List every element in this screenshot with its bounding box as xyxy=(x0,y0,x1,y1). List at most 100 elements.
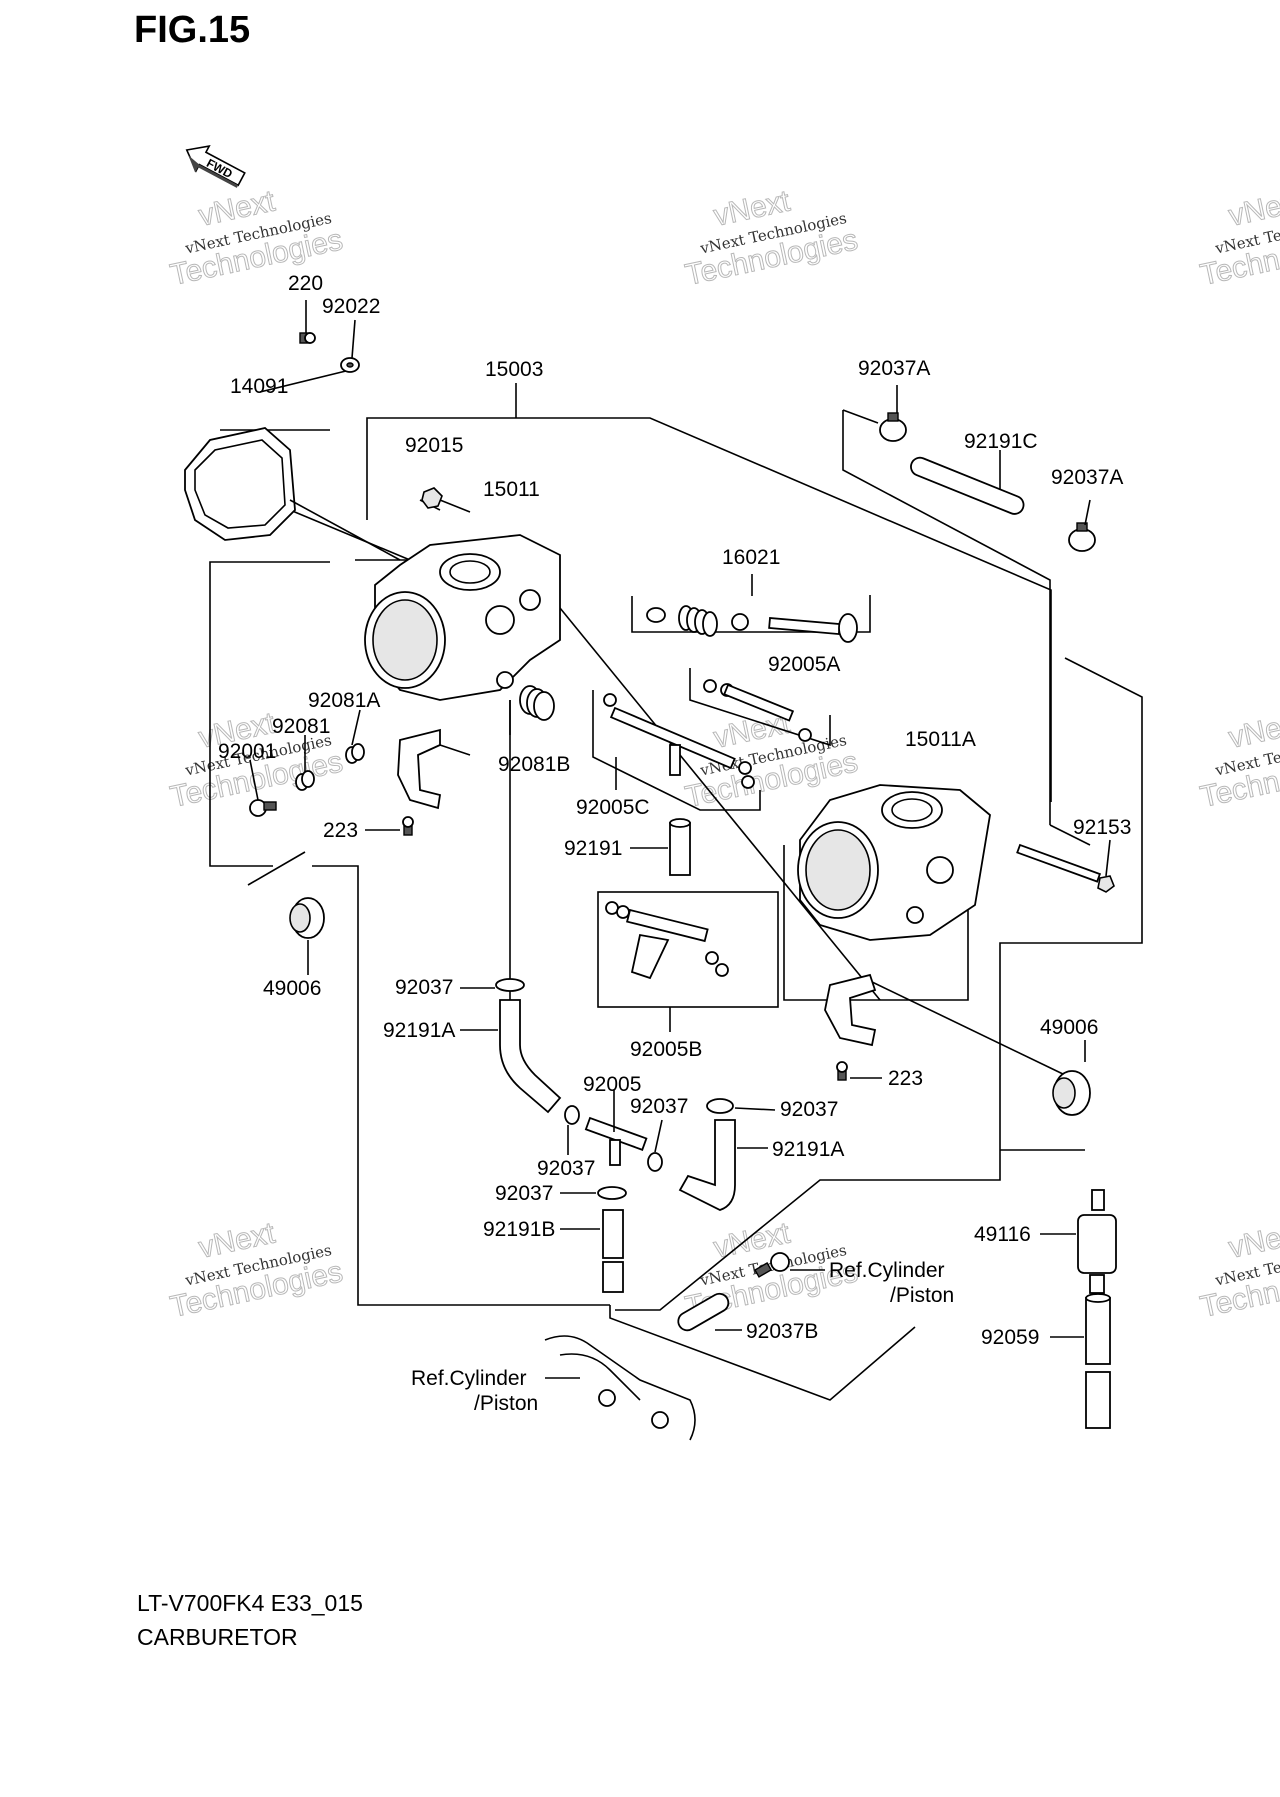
callout-92015: 92015 xyxy=(405,434,463,457)
callout-92081B: 92081B xyxy=(498,753,570,776)
fwd-arrow-icon: FWD xyxy=(185,144,246,188)
screw-223-lower[interactable] xyxy=(836,1061,848,1081)
cover-14091[interactable] xyxy=(184,427,401,561)
clamp-92037B[interactable] xyxy=(754,1252,790,1278)
callout-49006-lower: 49006 xyxy=(1040,1016,1098,1039)
callout-92037-tee-right: 92037 xyxy=(630,1095,688,1118)
callout-92191C: 92191C xyxy=(964,430,1038,453)
bolt-92153[interactable] xyxy=(1016,843,1115,893)
screw-223-upper[interactable] xyxy=(402,816,414,836)
hose-92059[interactable] xyxy=(1085,1293,1111,1429)
callout-92005: 92005 xyxy=(583,1073,641,1096)
watermark-vnext-large: vNext xyxy=(1226,706,1280,754)
frame-right xyxy=(615,657,1143,1311)
callout-92081A: 92081A xyxy=(308,689,380,712)
screw-92001[interactable] xyxy=(249,799,277,817)
section-name: CARBURETOR xyxy=(137,1624,298,1650)
clamp-92037A-upper[interactable] xyxy=(879,412,907,442)
callout-labels: 220 92022 14091 15003 92015 15011 92037A… xyxy=(218,272,1131,1415)
screw-220[interactable] xyxy=(299,332,316,344)
callout-92081: 92081 xyxy=(272,715,330,738)
watermark-vnext-large: vNext xyxy=(1226,184,1280,232)
callout-92001: 92001 xyxy=(218,740,276,763)
callout-92037-tee-left: 92037 xyxy=(537,1157,595,1180)
clamp-92037-c[interactable] xyxy=(647,1152,663,1172)
rubber-49006-lower[interactable] xyxy=(1052,1070,1091,1116)
callout-92005C: 92005C xyxy=(576,796,650,819)
bracket-92037A xyxy=(842,410,1051,825)
spring-92081A[interactable] xyxy=(345,743,365,764)
callout-220: 220 xyxy=(288,272,323,295)
callout-223-upper: 223 xyxy=(323,819,358,842)
callout-92191: 92191 xyxy=(564,837,622,860)
tube-92191[interactable] xyxy=(669,818,691,876)
washer-92022[interactable] xyxy=(340,357,360,373)
frame-left-top xyxy=(209,561,330,867)
fitting-92005B[interactable] xyxy=(605,901,729,980)
callout-92037-lower: 92037 xyxy=(495,1182,553,1205)
filter-49116[interactable] xyxy=(1077,1189,1117,1294)
callout-92037A-upper: 92037A xyxy=(858,357,930,380)
bracket-bottom xyxy=(609,1305,916,1401)
group-lines xyxy=(209,369,1143,1401)
clamp-92037-e[interactable] xyxy=(597,1186,627,1200)
pipe-92005C[interactable] xyxy=(603,693,755,789)
hose-92191A-right[interactable] xyxy=(678,1119,736,1211)
callout-92191B: 92191B xyxy=(483,1218,555,1241)
callout-15003: 15003 xyxy=(485,358,543,381)
callout-92037-right: 92037 xyxy=(780,1098,838,1121)
callout-14091: 14091 xyxy=(230,375,288,398)
ref-cylinder-upper-line1: Ref.Cylinder xyxy=(829,1259,945,1282)
callout-16021: 16021 xyxy=(722,546,780,569)
ref-cylinder-piston-lower-left xyxy=(544,1335,696,1441)
callout-92037-upper: 92037 xyxy=(395,976,453,999)
shaft-16021[interactable] xyxy=(646,605,858,643)
callout-49116: 49116 xyxy=(974,1223,1031,1246)
clamp-92037A-lower[interactable] xyxy=(1068,522,1096,552)
callout-15011: 15011 xyxy=(483,478,540,501)
bracket-15003 xyxy=(366,417,1052,802)
callout-49006-upper: 49006 xyxy=(263,977,321,1000)
pipe-92005A[interactable] xyxy=(703,679,812,742)
model-code: LT-V700FK4 E33_015 xyxy=(137,1590,363,1616)
bracket-92005A xyxy=(689,668,831,747)
ref-cylinder-upper-line2: /Piston xyxy=(890,1284,954,1307)
watermark-vnext-large: vNext xyxy=(1226,1216,1280,1264)
nut-92015[interactable] xyxy=(421,487,443,509)
ref-cylinder-lower-line2: /Piston xyxy=(474,1392,538,1415)
frame-left-bottom xyxy=(312,865,610,1306)
box-92005B xyxy=(597,891,779,1008)
callout-15011A: 15011A xyxy=(905,728,976,751)
callout-92005B: 92005B xyxy=(630,1038,702,1061)
hose-92191A-left[interactable] xyxy=(499,999,562,1114)
bracket-16021 xyxy=(631,595,871,633)
bracket-223-lower[interactable] xyxy=(824,973,877,1047)
spring-92081[interactable] xyxy=(295,770,315,791)
callout-92153: 92153 xyxy=(1073,816,1131,839)
callout-92022: 92022 xyxy=(322,295,380,318)
clamp-92037-b[interactable] xyxy=(564,1105,580,1125)
figure-title: FIG.15 xyxy=(134,9,250,51)
hose-92191C[interactable] xyxy=(908,455,1026,517)
spring-92081B[interactable] xyxy=(519,685,555,721)
callout-92191A-left: 92191A xyxy=(383,1019,455,1042)
callout-223-lower: 223 xyxy=(888,1067,923,1090)
callout-92191A-right: 92191A xyxy=(772,1138,844,1161)
bracket-92005C xyxy=(592,690,761,811)
clamp-92037-d[interactable] xyxy=(706,1098,734,1114)
ref-cylinder-lower-line1: Ref.Cylinder xyxy=(411,1367,527,1390)
rubber-49006-upper[interactable] xyxy=(289,897,325,939)
callout-92059: 92059 xyxy=(981,1326,1039,1349)
hose-92191B[interactable] xyxy=(602,1209,624,1293)
hose-92037B[interactable] xyxy=(675,1291,732,1334)
callout-92005A: 92005A xyxy=(768,653,840,676)
tee-92005[interactable] xyxy=(584,1116,648,1166)
carburetor-15011A[interactable] xyxy=(797,784,991,941)
callout-92037B: 92037B xyxy=(746,1320,818,1343)
bracket-223-upper[interactable] xyxy=(397,728,471,810)
carburetor-15011[interactable] xyxy=(364,534,561,701)
callout-92037A-lower: 92037A xyxy=(1051,466,1123,489)
clamp-92037-a[interactable] xyxy=(495,978,525,992)
